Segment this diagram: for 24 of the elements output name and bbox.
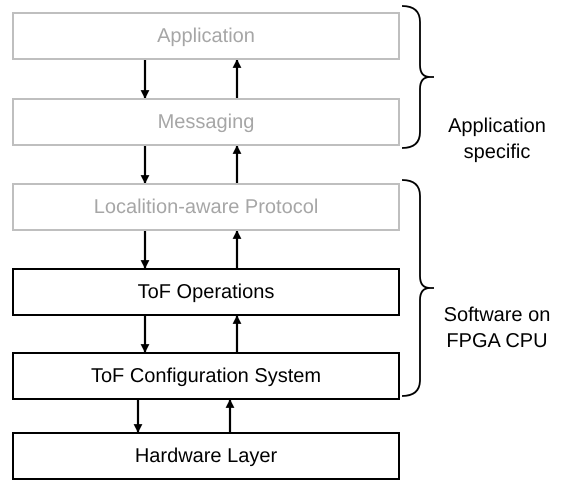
arrow [232, 59, 242, 98]
arrow [140, 231, 150, 269]
layer-label: ToF Configuration System [90, 364, 322, 388]
arrow [232, 145, 242, 183]
arrow [232, 315, 242, 352]
layer-box [12, 12, 400, 60]
layer-label: Localition-aware Protocol [94, 196, 318, 218]
arrow [140, 316, 150, 353]
arrow [140, 146, 150, 184]
layer-label: Messaging [158, 110, 254, 134]
group-label: Application specific [447, 114, 547, 165]
arrow [232, 230, 242, 268]
arrow [134, 400, 142, 433]
layer-box [12, 98, 400, 146]
arrow [140, 60, 150, 99]
layer-box [12, 183, 400, 231]
group-label: Software on FPGA CPU [442, 303, 552, 354]
layer-box [12, 268, 400, 316]
layer-label: ToF Operations [138, 280, 274, 304]
layer-box [12, 352, 400, 400]
layer-box [12, 432, 400, 480]
layer-label: Application [157, 24, 255, 48]
layer-label: Hardware Layer [134, 444, 278, 468]
arrow [226, 399, 234, 432]
